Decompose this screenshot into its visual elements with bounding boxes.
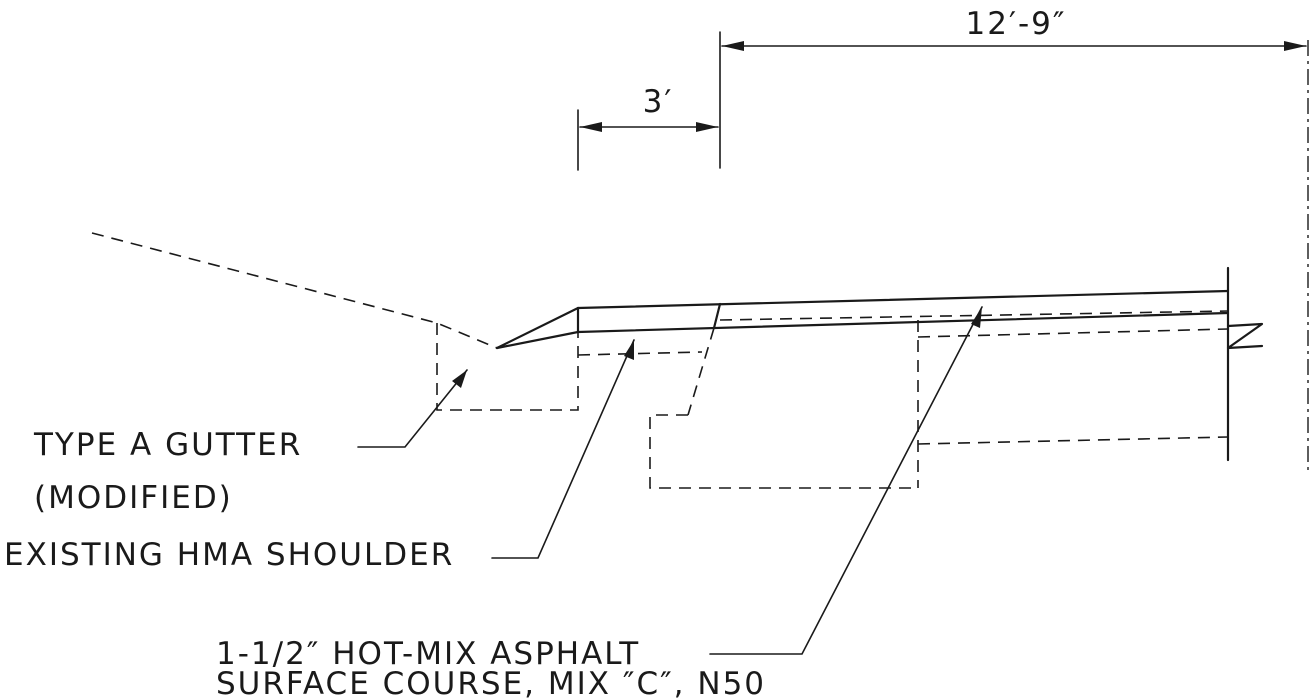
arrowhead-right-icon (1284, 41, 1306, 51)
callout-surface-course: 1-1/2″ HOT-MIX ASPHALT SURFACE COURSE, M… (216, 306, 983, 700)
leader-arrowhead-icon (971, 307, 982, 328)
dimension-12ft-9in: 12′-9″ (719, 6, 1307, 169)
leader-line-gutter (357, 369, 468, 448)
arrowhead-left-icon (580, 122, 602, 132)
gutter-section-outline (436, 323, 579, 411)
label-surface-course-line1: 1-1/2″ HOT-MIX ASPHALT (216, 636, 640, 672)
callout-type-a-gutter: TYPE A GUTTER (MODIFIED) (33, 369, 468, 516)
pavement-layer-1 (719, 310, 1229, 321)
gutter-and-surface-course (495, 266, 1230, 462)
label-existing-hma-shoulder: EXISTING HMA SHOULDER (4, 537, 454, 573)
surface-course-bottom (576, 311, 1230, 334)
dimension-3ft: 3′ (577, 84, 719, 171)
callout-existing-shoulder: EXISTING HMA SHOULDER (4, 339, 635, 573)
arrowhead-left-icon (722, 41, 744, 51)
shoulder-bottom (577, 351, 703, 356)
leader-arrowhead-icon (624, 340, 634, 360)
surface-course-top (576, 289, 1230, 310)
edge-of-pavement-joint (712, 302, 722, 330)
leader-line-surface (709, 306, 983, 655)
base-section-outline (649, 414, 918, 489)
dimension-label-3ft: 3′ (643, 84, 674, 120)
label-type-a-gutter-modified: (MODIFIED) (34, 480, 233, 516)
arrowhead-right-icon (696, 122, 718, 132)
gutter-face-top (495, 306, 580, 350)
pavement-layer-2 (917, 328, 1229, 338)
leader-line-shoulder (491, 339, 635, 559)
dimension-label-12ft-9in: 12′-9″ (966, 6, 1067, 42)
leader-arrowhead-icon (452, 370, 467, 388)
label-type-a-gutter: TYPE A GUTTER (33, 427, 302, 463)
existing-subsurface-layers (436, 310, 1229, 489)
joint-dashed-extension (687, 327, 715, 416)
break-line-icon (1226, 322, 1264, 350)
label-surface-course-line2: SURFACE COURSE, MIX ″C″, N50 (216, 666, 766, 700)
pavement-layer-3 (917, 436, 1229, 445)
gutter-face-bottom (495, 330, 580, 350)
